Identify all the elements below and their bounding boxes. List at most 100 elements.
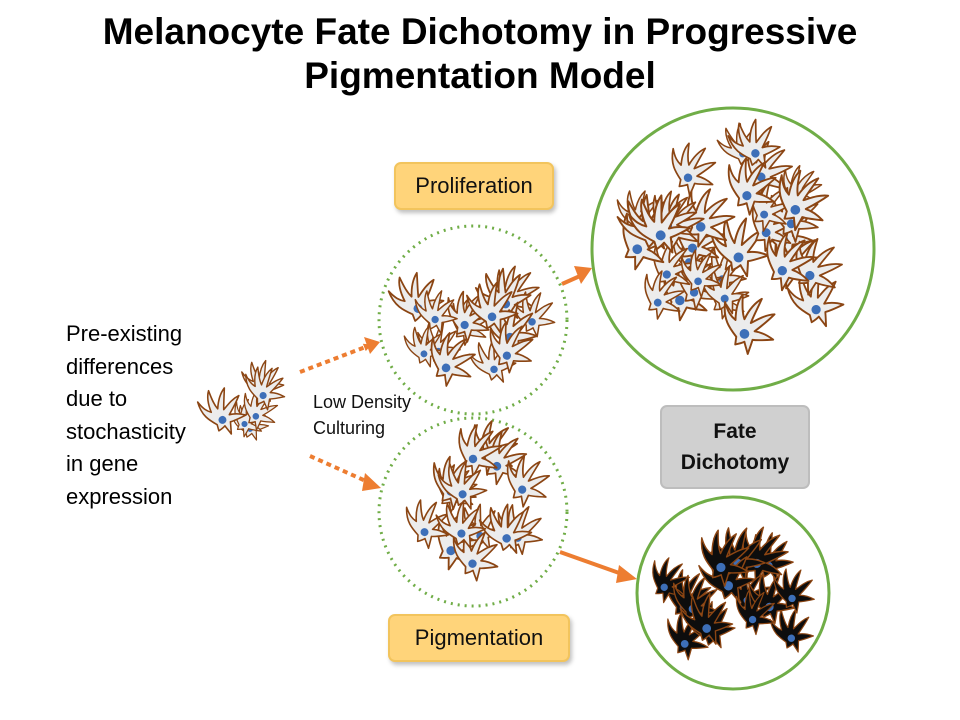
cell-nucleus (241, 420, 248, 428)
pigmented-melanocyte (664, 610, 712, 662)
melanocyte (403, 498, 451, 551)
cell-nucleus (259, 391, 267, 400)
title-line-1: Melanocyte Fate Dichotomy in Progressive (102, 11, 858, 52)
melanocyte (466, 332, 522, 391)
melanocyte (194, 382, 251, 442)
melanocyte (740, 177, 798, 239)
arrow-to-proliferation-culture (299, 343, 372, 374)
melanocyte (464, 277, 522, 339)
melanocyte (754, 227, 822, 298)
melanocyte (413, 287, 460, 337)
proliferation-label: Proliferation (415, 173, 533, 198)
origin-line: differences (66, 353, 174, 379)
pigmentation-label: Pigmentation (414, 625, 544, 650)
melanocyte (244, 366, 286, 411)
arrow-to-pigmentation-culture (309, 454, 369, 484)
melanocyte (663, 139, 721, 201)
melanocyte (766, 164, 836, 238)
melanocyte (433, 495, 491, 556)
melanocyte (624, 187, 697, 263)
arrowhead-pigmentation-outcome (616, 565, 637, 583)
cell-nucleus (468, 559, 477, 568)
culture-line: Low Density (313, 392, 412, 412)
cell-nucleus (716, 562, 726, 572)
cell-nucleus (460, 320, 469, 330)
cell-nucleus (502, 351, 512, 360)
cell-nucleus (457, 529, 466, 538)
melanocyte (671, 181, 744, 257)
melanocyte (236, 386, 282, 435)
melanocyte (484, 319, 538, 377)
cell-nucleus (733, 252, 744, 263)
melanocyte (402, 322, 448, 371)
culture-line: Culturing (313, 418, 386, 438)
melanocyte (420, 328, 482, 393)
origin-line: stochasticity (66, 418, 186, 444)
melanocyte (442, 288, 495, 346)
fate-label-line-1: Fate (713, 420, 757, 443)
cell-nucleus (528, 318, 536, 326)
arrowhead-proliferation-culture (364, 337, 380, 354)
cell-nucleus (811, 304, 821, 315)
cell-nucleus (739, 329, 750, 339)
origin-description: Pre-existing differences due to stochast… (66, 318, 206, 513)
cell-nucleus (790, 205, 801, 215)
cell-nucleus (720, 294, 729, 303)
cell-nucleus (632, 244, 643, 255)
cell-nucleus (680, 639, 689, 648)
origin-cell-cluster (194, 355, 288, 445)
cell-nucleus (694, 277, 702, 286)
cell-nucleus (502, 534, 511, 543)
melanocyte (634, 266, 691, 326)
cell-nucleus (441, 363, 451, 373)
pigmented-melanocyte (733, 588, 778, 637)
pigmented-melanocyte (696, 527, 753, 590)
proliferation-label-box: Proliferation (394, 162, 554, 210)
arrowhead-proliferation-outcome (574, 266, 592, 284)
cell-nucleus (788, 594, 796, 603)
cell-nucleus (252, 413, 260, 420)
melanocyte (651, 256, 720, 328)
melanocyte (226, 395, 271, 443)
melanocyte (607, 203, 680, 280)
melanocyte (435, 456, 491, 516)
pigmenting-cell-cluster (403, 415, 555, 583)
pigmented-melanocyte (642, 553, 696, 609)
cell-nucleus (742, 191, 752, 201)
page-title: Melanocyte Fate Dichotomy in Progressive… (0, 10, 960, 98)
cell-nucleus (760, 210, 769, 219)
pigmented-melanocyte (768, 604, 817, 657)
cell-nucleus (487, 312, 497, 322)
origin-line: in gene (66, 451, 139, 476)
pigmented-cell-population (642, 521, 817, 662)
arrow-to-pigmentation-outcome (559, 550, 623, 576)
pigmented-melanocyte (677, 587, 737, 652)
cell-nucleus (787, 634, 796, 642)
melanocyte (476, 497, 537, 562)
cell-nucleus (518, 485, 527, 494)
cell-nucleus (660, 583, 668, 591)
cell-nucleus (420, 350, 428, 358)
cell-nucleus (695, 222, 706, 232)
proliferating-culture-circle (377, 224, 569, 416)
cell-nucleus (468, 454, 478, 464)
melanocyte (781, 232, 851, 304)
cell-nucleus (675, 295, 685, 306)
melanocyte (708, 213, 772, 282)
cell-nucleus (655, 230, 666, 241)
arrow-to-proliferation-outcome (561, 274, 581, 286)
melanocyte (641, 236, 702, 300)
melanocyte (677, 248, 725, 300)
title-line-2: Pigmentation Model (304, 55, 656, 96)
pigmentation-label-box: Pigmentation (388, 614, 570, 662)
melanocyte (447, 419, 508, 484)
cell-nucleus (653, 298, 662, 307)
origin-line: due to (66, 386, 128, 411)
melanocyte (784, 265, 849, 335)
cell-nucleus (446, 546, 456, 556)
melanocyte (721, 155, 781, 219)
proliferating-cell-cluster (384, 260, 556, 393)
cell-nucleus (218, 415, 227, 424)
cell-nucleus (420, 528, 429, 537)
